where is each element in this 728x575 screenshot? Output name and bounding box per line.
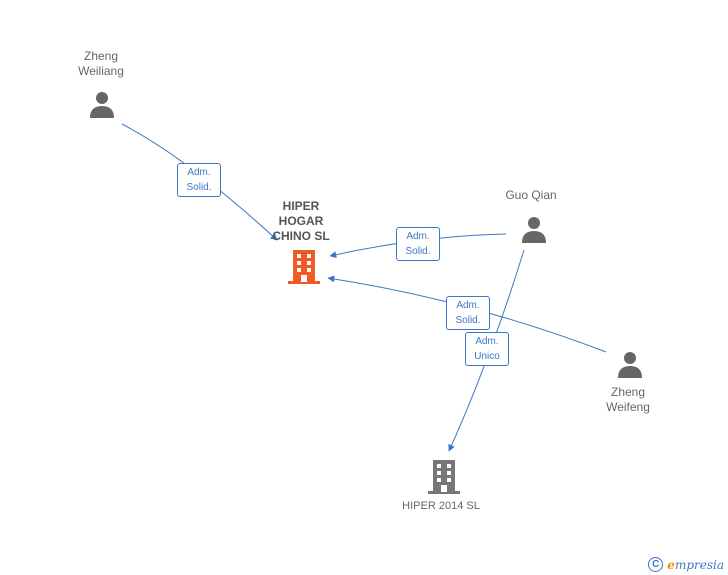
- building-icon[interactable]: [428, 460, 460, 494]
- person-icon[interactable]: [520, 215, 548, 243]
- person-icon[interactable]: [616, 350, 644, 378]
- footer-branding: C empresia: [648, 557, 724, 572]
- company-label-hiper-2014[interactable]: HIPER 2014 SL: [402, 500, 480, 512]
- edge-label-zheng-weiliang: Adm. Solid.: [177, 163, 221, 197]
- edge-label-zheng-weifeng: Adm. Solid.: [446, 296, 490, 330]
- edge-label-guo-qian-2014: Adm. Unico: [465, 332, 509, 366]
- edge-label-guo-qian-hogar: Adm. Solid.: [396, 227, 440, 261]
- person-label-zheng-weiliang[interactable]: Zheng Weiliang: [78, 49, 124, 78]
- brand-logo[interactable]: empresia: [667, 557, 724, 572]
- person-label-zheng-weifeng[interactable]: Zheng Weifeng: [606, 385, 650, 414]
- person-label-guo-qian[interactable]: Guo Qian: [505, 188, 557, 202]
- company-label-hiper-hogar[interactable]: HIPER HOGAR CHINO SL: [272, 199, 330, 243]
- building-icon[interactable]: [288, 250, 320, 284]
- copyright-icon: C: [648, 557, 664, 572]
- person-icon[interactable]: [88, 90, 116, 118]
